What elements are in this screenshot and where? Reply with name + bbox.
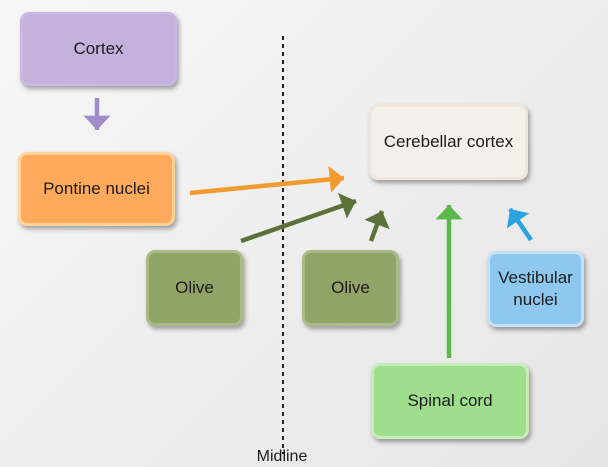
arrow-olive-right-to-cerebellar [364, 210, 390, 242]
node-cortex: Cortex [20, 12, 177, 86]
arrow-vestibular-to-cerebellar [506, 207, 533, 242]
node-vestibular-nuclei: Vestibular nuclei [487, 251, 584, 327]
node-spinal-cord: Spinal cord [371, 363, 529, 439]
node-olive-left: Olive [146, 250, 243, 326]
midline-label: Midline [256, 448, 308, 465]
node-cerebellar-cortex: Cerebellar cortex [369, 104, 528, 180]
node-olive-right: Olive [302, 250, 399, 326]
node-pontine-nuclei: Pontine nuclei [18, 152, 175, 226]
arrow-pontine-to-cerebellar [189, 165, 345, 196]
arrow-olive-left-to-cerebellar [240, 192, 357, 244]
